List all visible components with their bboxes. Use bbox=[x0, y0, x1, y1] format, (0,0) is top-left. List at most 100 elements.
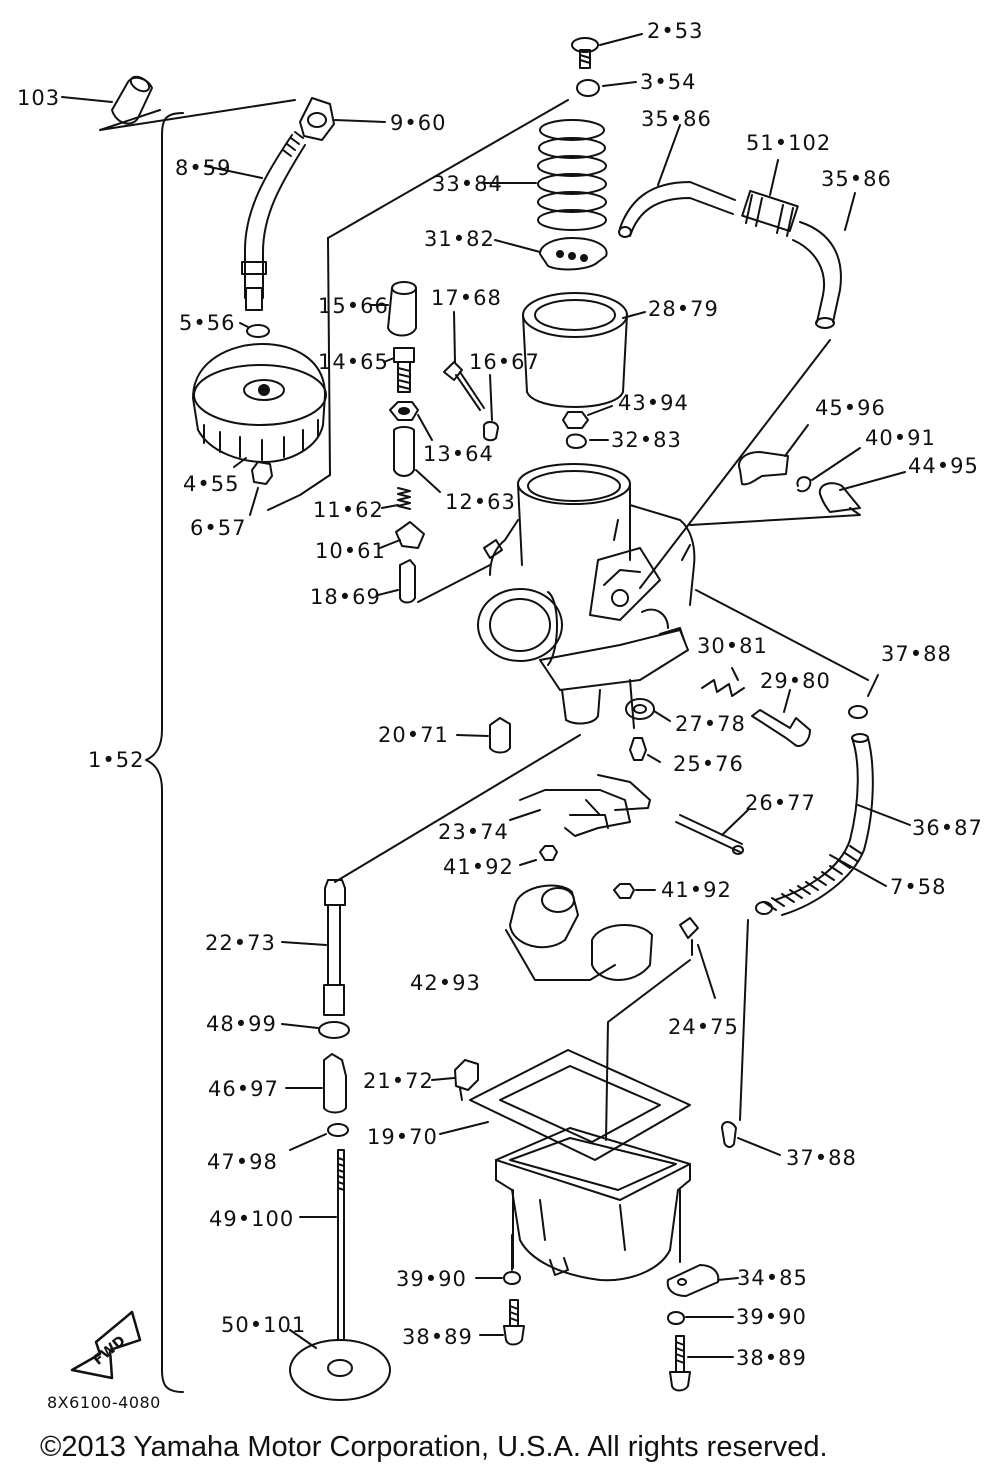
callout-25-76: 25•76 bbox=[673, 752, 744, 776]
float-bowl bbox=[496, 1128, 690, 1280]
callout-14-65: 14•65 bbox=[318, 350, 389, 374]
ref-line-needle bbox=[335, 735, 580, 882]
fwd-label: FWD bbox=[90, 1333, 128, 1369]
part-33-84 bbox=[484, 120, 606, 230]
part-20-71 bbox=[457, 718, 510, 753]
callout-31-82: 31•82 bbox=[424, 227, 495, 251]
part-50-101 bbox=[290, 1330, 390, 1400]
callout-2-53: 2•53 bbox=[647, 19, 704, 43]
callout-4-55: 4•55 bbox=[183, 472, 240, 496]
callout-46-97: 46•97 bbox=[208, 1077, 279, 1101]
part-43-94 bbox=[563, 406, 612, 428]
part-8-59 bbox=[205, 132, 305, 310]
part-6-57 bbox=[250, 462, 330, 515]
ref-line-top bbox=[328, 100, 568, 238]
part-10-61 bbox=[380, 522, 424, 548]
callout-50-101: 50•101 bbox=[221, 1313, 307, 1337]
part-2-53 bbox=[572, 34, 642, 68]
part-24-75 bbox=[606, 918, 715, 1140]
part-45-96 bbox=[739, 425, 808, 484]
part-15-66 bbox=[370, 282, 416, 336]
callout-30-81: 30•81 bbox=[697, 634, 768, 658]
callout-41-92-b: 41•92 bbox=[661, 878, 732, 902]
part-5-56 bbox=[240, 323, 269, 337]
callout-26-77: 26•77 bbox=[745, 791, 816, 815]
part-44-95 bbox=[820, 472, 905, 512]
part-32-83 bbox=[567, 435, 608, 449]
callout-36-87: 36•87 bbox=[912, 816, 983, 840]
callout-18-69: 18•69 bbox=[310, 585, 381, 609]
assembly-brace bbox=[146, 113, 183, 1392]
fwd-arrow: FWD bbox=[72, 1312, 140, 1378]
part-46-97 bbox=[286, 1054, 346, 1113]
callout-11-62: 11•62 bbox=[313, 498, 384, 522]
callout-23-74: 23•74 bbox=[438, 820, 509, 844]
part-29-80 bbox=[752, 690, 810, 746]
callout-32-83: 32•83 bbox=[611, 428, 682, 452]
part-4-55 bbox=[193, 344, 326, 467]
callout-48-99: 48•99 bbox=[206, 1012, 277, 1036]
callout-40-91: 40•91 bbox=[865, 426, 936, 450]
callout-103: 103 bbox=[17, 86, 61, 110]
part-22-73 bbox=[282, 880, 345, 1015]
callout-10-61: 10•61 bbox=[315, 539, 386, 563]
callout-20-71: 20•71 bbox=[378, 723, 449, 747]
part-3-54 bbox=[577, 80, 636, 96]
part-39-90-a bbox=[476, 1272, 520, 1284]
callout-1-52: 1•52 bbox=[88, 748, 145, 772]
callout-51-102: 51•102 bbox=[746, 131, 832, 155]
callout-38-89-b: 38•89 bbox=[736, 1346, 807, 1370]
part-19-70 bbox=[440, 1050, 690, 1160]
part-38-89-b bbox=[670, 1336, 733, 1391]
callout-3-54: 3•54 bbox=[640, 70, 697, 94]
callout-19-70: 19•70 bbox=[367, 1125, 438, 1149]
callout-44-95: 44•95 bbox=[908, 454, 979, 478]
callout-17-68: 17•68 bbox=[431, 286, 502, 310]
part-7-58-hose bbox=[740, 846, 886, 1120]
part-23-74 bbox=[510, 775, 650, 836]
callout-37-88-b: 37•88 bbox=[786, 1146, 857, 1170]
callout-49-100: 49•100 bbox=[209, 1207, 295, 1231]
part-9-60 bbox=[300, 98, 385, 140]
callout-27-78: 27•78 bbox=[675, 712, 746, 736]
callout-33-84: 33•84 bbox=[432, 172, 503, 196]
part-37-88-clamp-b bbox=[722, 1122, 780, 1155]
callout-45-96: 45•96 bbox=[815, 396, 886, 420]
callout-42-93: 42•93 bbox=[410, 971, 481, 995]
part-34-85 bbox=[668, 1190, 738, 1296]
part-35-86-hose-b bbox=[793, 193, 855, 328]
callout-8-59: 8•59 bbox=[175, 156, 232, 180]
callout-12-63: 12•63 bbox=[445, 490, 516, 514]
callout-29-80: 29•80 bbox=[760, 669, 831, 693]
part-40-91 bbox=[797, 448, 860, 491]
ref-line-left bbox=[328, 238, 330, 475]
callout-5-56: 5•56 bbox=[179, 311, 236, 335]
part-42-93 bbox=[506, 886, 652, 980]
part-11-62 bbox=[382, 488, 410, 509]
callout-43-94: 43•94 bbox=[618, 391, 689, 415]
part-26-77 bbox=[676, 810, 748, 854]
callout-39-90-a: 39•90 bbox=[396, 1267, 467, 1291]
callout-13-64: 13•64 bbox=[423, 442, 494, 466]
part-18-69 bbox=[378, 560, 490, 603]
part-16-67 bbox=[484, 375, 498, 440]
part-12-63 bbox=[394, 427, 440, 492]
callout-28-79: 28•79 bbox=[648, 297, 719, 321]
part-47-98 bbox=[290, 1124, 348, 1150]
part-31-82 bbox=[495, 238, 607, 269]
callout-35-86-b: 35•86 bbox=[821, 167, 892, 191]
callout-16-67: 16•67 bbox=[469, 350, 540, 374]
ref-line-right bbox=[640, 340, 868, 680]
callout-9-60: 9•60 bbox=[390, 111, 447, 135]
part-48-99 bbox=[282, 1022, 349, 1038]
callout-37-88-a: 37•88 bbox=[881, 642, 952, 666]
part-27-78 bbox=[626, 699, 670, 721]
callout-35-86-a: 35•86 bbox=[641, 107, 712, 131]
part-17-68 bbox=[444, 312, 484, 410]
part-21-72 bbox=[432, 1060, 478, 1100]
part-25-76 bbox=[630, 680, 660, 762]
callout-7-58: 7•58 bbox=[890, 875, 947, 899]
callout-15-66: 15•66 bbox=[318, 294, 389, 318]
callout-34-85: 34•85 bbox=[737, 1266, 808, 1290]
